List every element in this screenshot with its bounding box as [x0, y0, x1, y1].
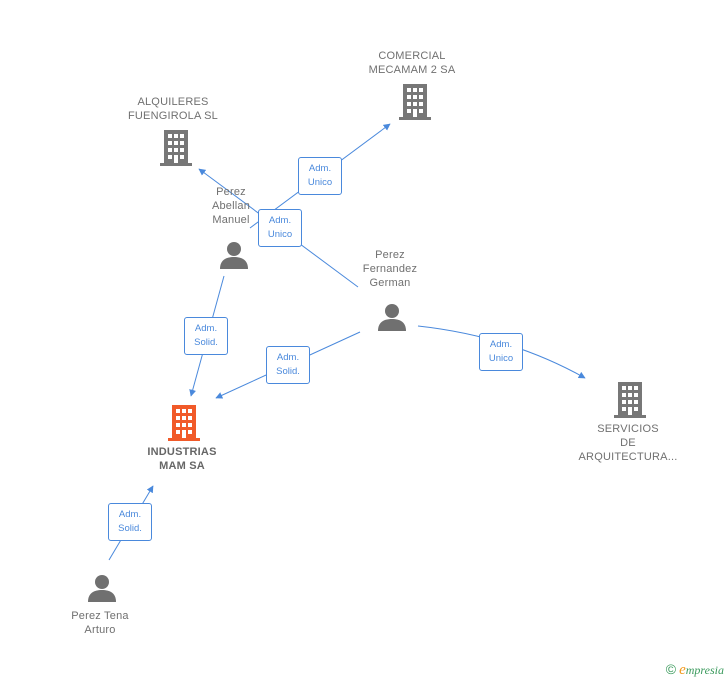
brand-logo-text: mpresia [685, 663, 724, 677]
copyright-symbol: © [665, 661, 677, 677]
node-label: Perez Fernandez German [362, 249, 418, 289]
building-icon [160, 130, 192, 166]
building-icon [614, 382, 646, 418]
node-label: SERVICIOS DE ARQUITECTURA... [578, 423, 678, 463]
brand-logo-initial: e [679, 662, 686, 678]
node-servicios-arquitectura[interactable]: SERVICIOS DE ARQUITECTURA... [576, 422, 680, 464]
building-icon [399, 84, 431, 120]
edge-badge-adm-solid[interactable]: Adm. Solid. [184, 317, 228, 355]
node-perez-tena-arturo[interactable]: Perez Tena Arturo [55, 609, 145, 637]
node-perez-abellan-manuel[interactable]: Perez Abellan Manuel [190, 185, 272, 227]
copyright-notice: ©empresia [666, 661, 724, 679]
person-icon [378, 304, 406, 331]
edge-badge-adm-unico[interactable]: Adm. Unico [479, 333, 523, 371]
node-label: ALQUILERES FUENGIROLA SL [127, 96, 218, 122]
person-icon [88, 575, 116, 602]
node-industrias-mam[interactable]: INDUSTRIAS MAM SA [132, 445, 232, 473]
edge-badge-adm-unico[interactable]: Adm. Unico [298, 157, 342, 195]
node-alquileres-fuengirola[interactable]: ALQUILERES FUENGIROLA SL [118, 95, 228, 123]
node-label: COMERCIAL MECAMAM 2 SA [368, 50, 456, 76]
node-label: Perez Abellan Manuel [211, 186, 251, 226]
node-label: Perez Tena Arturo [71, 610, 129, 636]
node-perez-fernandez-german[interactable]: Perez Fernandez German [348, 248, 432, 290]
edge-badge-adm-solid[interactable]: Adm. Solid. [108, 503, 152, 541]
node-label: INDUSTRIAS MAM SA [147, 446, 217, 472]
building-icon [168, 405, 200, 441]
person-icon [220, 242, 248, 269]
edge-badge-adm-solid[interactable]: Adm. Solid. [266, 346, 310, 384]
edge-badge-adm-unico[interactable]: Adm. Unico [258, 209, 302, 247]
node-comercial-mecamam[interactable]: COMERCIAL MECAMAM 2 SA [362, 49, 462, 77]
